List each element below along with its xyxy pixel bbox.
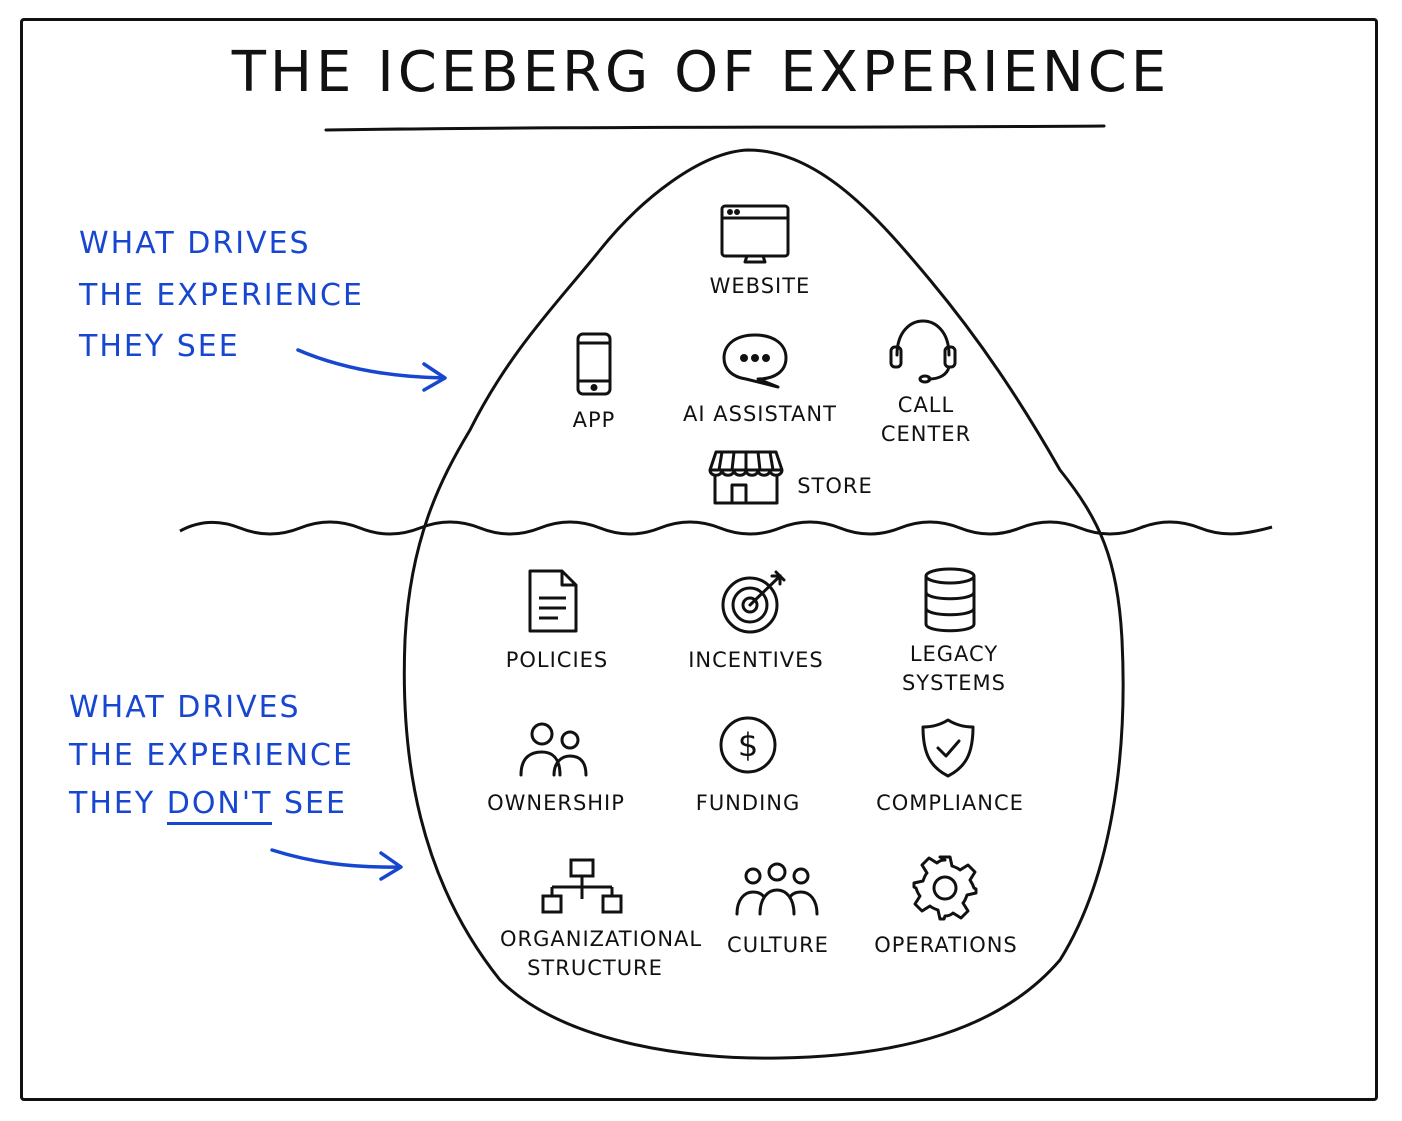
label-legacy-systems: LEGACY SYSTEMS — [901, 642, 1007, 695]
label-culture: CULTURE — [727, 933, 829, 957]
org-chart-icon — [540, 857, 624, 915]
label-incentives: INCENTIVES — [688, 648, 824, 672]
page-title: THE ICEBERG OF EXPERIENCE — [231, 40, 1171, 105]
label-funding: FUNDING — [695, 791, 801, 815]
label-store: STORE — [797, 474, 873, 498]
group-icon — [734, 862, 820, 916]
waterline — [179, 520, 1273, 536]
caption-hidden: WHAT DRIVES THE EXPERIENCE THEY DON'T SE… — [69, 684, 354, 828]
target-icon — [720, 570, 788, 634]
monitor-icon — [719, 203, 791, 265]
chat-icon — [720, 331, 790, 391]
title-underline — [324, 124, 1106, 132]
database-icon — [922, 566, 978, 634]
dollar-icon: $ — [718, 715, 778, 775]
storefront-icon — [708, 448, 784, 506]
label-call-center: CALL CENTER — [880, 393, 972, 446]
label-ai-assistant: AI ASSISTANT — [683, 402, 837, 426]
label-compliance: COMPLIANCE — [876, 791, 1024, 815]
label-website: WEBSITE — [709, 274, 811, 298]
label-organizational-structure: ORGANIZATIONAL STRUCTURE — [500, 927, 703, 980]
document-icon — [526, 568, 580, 634]
arrow-dont-see — [270, 848, 403, 881]
svg-text:$: $ — [738, 726, 758, 764]
arrow-see — [296, 348, 447, 392]
people-icon — [518, 720, 590, 780]
underlined-dont: DON'T — [166, 786, 273, 825]
gear-icon — [911, 854, 979, 922]
label-operations: OPERATIONS — [874, 933, 1018, 957]
label-app: APP — [572, 408, 616, 432]
caption-visible: WHAT DRIVES THE EXPERIENCE THEY SEE — [79, 226, 364, 364]
label-policies: POLICIES — [505, 648, 609, 672]
headset-icon — [887, 317, 959, 385]
label-ownership: OWNERSHIP — [487, 791, 625, 815]
iceberg-outline — [402, 148, 1125, 1060]
phone-icon — [575, 331, 613, 397]
frame-border — [20, 18, 1378, 1101]
shield-check-icon — [920, 717, 976, 779]
